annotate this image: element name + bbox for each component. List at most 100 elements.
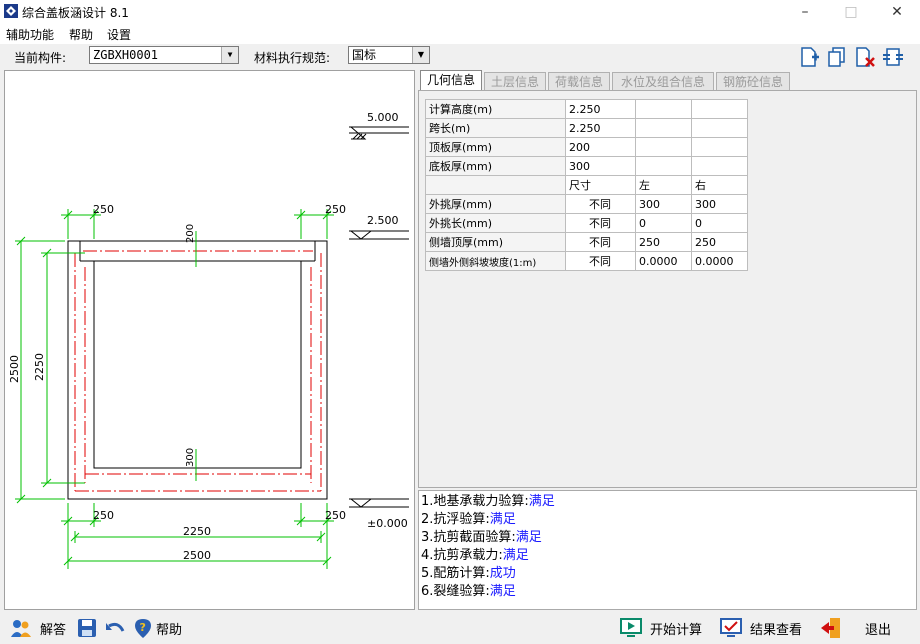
cell-mode[interactable]: 不同 — [565, 194, 636, 214]
level-top-text: 5.000 — [367, 111, 399, 124]
dimension-lines — [15, 209, 334, 569]
rebar-lines — [74, 250, 322, 492]
save-icon[interactable] — [76, 617, 98, 639]
dim-top-left-text: 250 — [93, 203, 114, 216]
cell-mode[interactable]: 不同 — [565, 213, 636, 233]
tab-water-combination[interactable]: 水位及组合信息 — [612, 72, 714, 90]
exit-door-icon[interactable] — [820, 617, 842, 639]
svg-text:?: ? — [140, 621, 146, 634]
row-label: 侧墙外侧斜坡坡度(1:m) — [425, 251, 566, 271]
cell-mode[interactable]: 不同 — [565, 251, 636, 271]
dim-top-slab-text: 200 — [185, 224, 196, 243]
bottom-bar: 解答 ? 帮助 开始计算 结果查看 退出 — [0, 612, 920, 644]
table-row: 外挑长(mm) 不同 0 0 — [425, 213, 748, 233]
row-label: 顶板厚(mm) — [425, 137, 566, 157]
header-left: 左 — [635, 175, 692, 195]
level-base-text: ±0.000 — [367, 517, 408, 530]
outer-outline — [67, 240, 328, 500]
title-bar: 综合盖板涵设计 8.1 – □ ✕ — [0, 0, 920, 24]
users-icon[interactable] — [10, 617, 32, 639]
spec-select[interactable]: 国标 ▼ — [348, 46, 430, 64]
tab-soil[interactable]: 土层信息 — [484, 72, 546, 90]
spec-value: 国标 — [352, 48, 377, 62]
cell-left[interactable]: 0 — [635, 213, 692, 233]
menu-aux-functions[interactable]: 辅助功能 — [6, 28, 55, 42]
result-line: 4.抗剪承载力:满足 — [421, 548, 529, 563]
delete-component-icon[interactable] — [854, 46, 876, 68]
row-label: 侧墙顶厚(mm) — [425, 232, 566, 252]
culvert-section-drawing: 250 250 250 250 2250 2500 2500 2250 200 … — [8, 111, 409, 569]
cell-value[interactable]: 200 — [565, 137, 636, 157]
header-right: 右 — [691, 175, 748, 195]
level-markers — [349, 126, 409, 508]
monitor-play-icon[interactable] — [620, 617, 642, 639]
monitor-check-icon[interactable] — [720, 617, 742, 639]
app-logo-icon — [4, 4, 18, 18]
geometry-grid: 计算高度(m) 2.250 跨长(m) 2.250 顶板厚(mm) 200 底板… — [425, 99, 748, 271]
section-drawing-panel: 250 250 250 250 2250 2500 2500 2250 200 … — [4, 70, 415, 610]
minimize-button[interactable]: – — [801, 4, 809, 20]
table-row: 底板厚(mm) 300 — [425, 156, 748, 176]
close-button[interactable]: ✕ — [891, 4, 903, 20]
start-calc-button[interactable]: 开始计算 — [650, 623, 703, 638]
header-size: 尺寸 — [565, 175, 636, 195]
copy-component-icon[interactable] — [826, 46, 848, 68]
tab-reinforced-concrete[interactable]: 钢筋砼信息 — [716, 72, 790, 90]
dim-bottom-slab-text: 300 — [185, 448, 196, 467]
window-title: 综合盖板涵设计 8.1 — [22, 6, 129, 20]
row-label: 外挑长(mm) — [425, 213, 566, 233]
cell-left[interactable]: 250 — [635, 232, 692, 252]
menu-help[interactable]: 帮助 — [69, 28, 94, 42]
component-select[interactable]: ZGBXH0001 ▼ — [89, 46, 239, 64]
cell-right[interactable]: 250 — [691, 232, 748, 252]
table-row: 跨长(m) 2.250 — [425, 118, 748, 138]
add-component-icon[interactable] — [798, 46, 820, 68]
cell-right[interactable]: 300 — [691, 194, 748, 214]
row-label: 底板厚(mm) — [425, 156, 566, 176]
dim-top-right-text: 250 — [325, 203, 346, 216]
cell-value[interactable]: 300 — [565, 156, 636, 176]
dim-inner-height-text: 2250 — [33, 353, 46, 381]
chevron-down-icon: ▼ — [412, 47, 429, 63]
result-line: 2.抗浮验算:满足 — [421, 512, 516, 527]
result-status: 满足 — [489, 512, 516, 527]
level-water-text: 2.500 — [367, 214, 399, 227]
row-label: 计算高度(m) — [425, 99, 566, 119]
tab-geometry[interactable]: 几何信息 — [420, 70, 482, 91]
cell-value[interactable]: 2.250 — [565, 99, 636, 119]
cell-right[interactable]: 0 — [691, 213, 748, 233]
view-results-button[interactable]: 结果查看 — [750, 623, 803, 638]
answer-button[interactable]: 解答 — [40, 623, 67, 638]
table-row: 侧墙顶厚(mm) 不同 250 250 — [425, 232, 748, 252]
dim-bottom-right-text: 250 — [325, 509, 346, 522]
dim-outer-height-text: 2500 — [8, 355, 21, 383]
tab-strip: 几何信息 土层信息 荷载信息 水位及组合信息 钢筋砼信息 — [418, 70, 918, 91]
result-line: 1.地基承载力验算:满足 — [421, 494, 555, 509]
cell-left[interactable]: 300 — [635, 194, 692, 214]
tab-load[interactable]: 荷载信息 — [548, 72, 610, 90]
inner-outline — [93, 260, 302, 469]
row-label: 跨长(m) — [425, 118, 566, 138]
result-line: 3.抗剪截面验算:满足 — [421, 530, 542, 545]
maximize-button[interactable]: □ — [844, 4, 858, 20]
dim-bottom-left-text: 250 — [93, 509, 114, 522]
cell-value[interactable]: 2.250 — [565, 118, 636, 138]
cell-mode[interactable]: 不同 — [565, 232, 636, 252]
result-status: 满足 — [515, 530, 542, 545]
dim-inner-width-text: 2250 — [183, 525, 211, 538]
table-header-row: 尺寸 左 右 — [425, 175, 748, 195]
result-status: 成功 — [489, 566, 516, 581]
cell-right[interactable]: 0.0000 — [691, 251, 748, 271]
export-component-icon[interactable] — [882, 46, 904, 68]
results-panel: 1.地基承载力验算:满足 2.抗浮验算:满足 3.抗剪截面验算:满足 4.抗剪承… — [418, 490, 917, 610]
result-status: 满足 — [502, 548, 529, 563]
menu-bar: 辅助功能 帮助 设置 — [0, 24, 920, 44]
table-row: 顶板厚(mm) 200 — [425, 137, 748, 157]
help-button[interactable]: 帮助 — [156, 623, 183, 638]
undo-icon[interactable] — [104, 617, 126, 639]
menu-settings[interactable]: 设置 — [107, 28, 132, 42]
cell-left[interactable]: 0.0000 — [635, 251, 692, 271]
exit-button[interactable]: 退出 — [865, 623, 892, 638]
table-row: 计算高度(m) 2.250 — [425, 99, 748, 119]
help-icon[interactable]: ? — [132, 617, 154, 639]
